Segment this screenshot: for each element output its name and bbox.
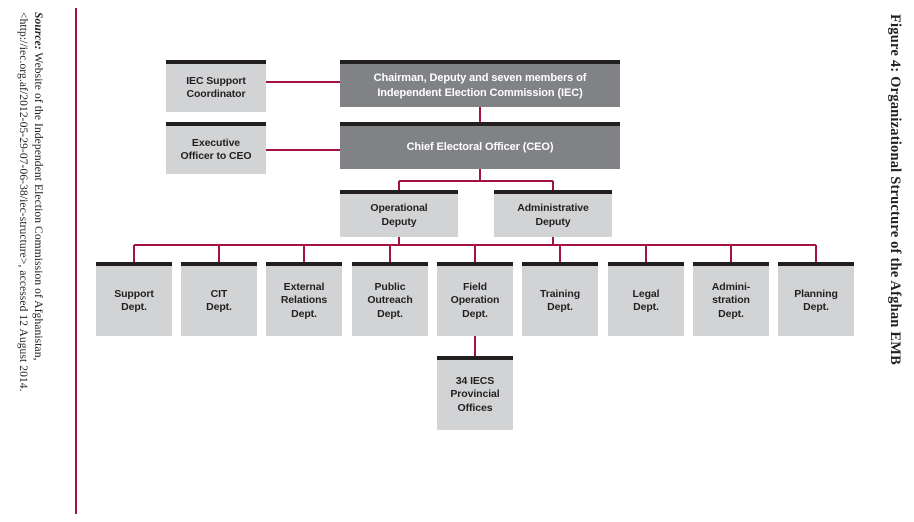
org-node-ceo: Chief Electoral Officer (CEO)	[340, 122, 620, 169]
page-frame-rule	[75, 8, 77, 514]
org-node-label: Chief Electoral Officer (CEO)	[406, 141, 554, 154]
